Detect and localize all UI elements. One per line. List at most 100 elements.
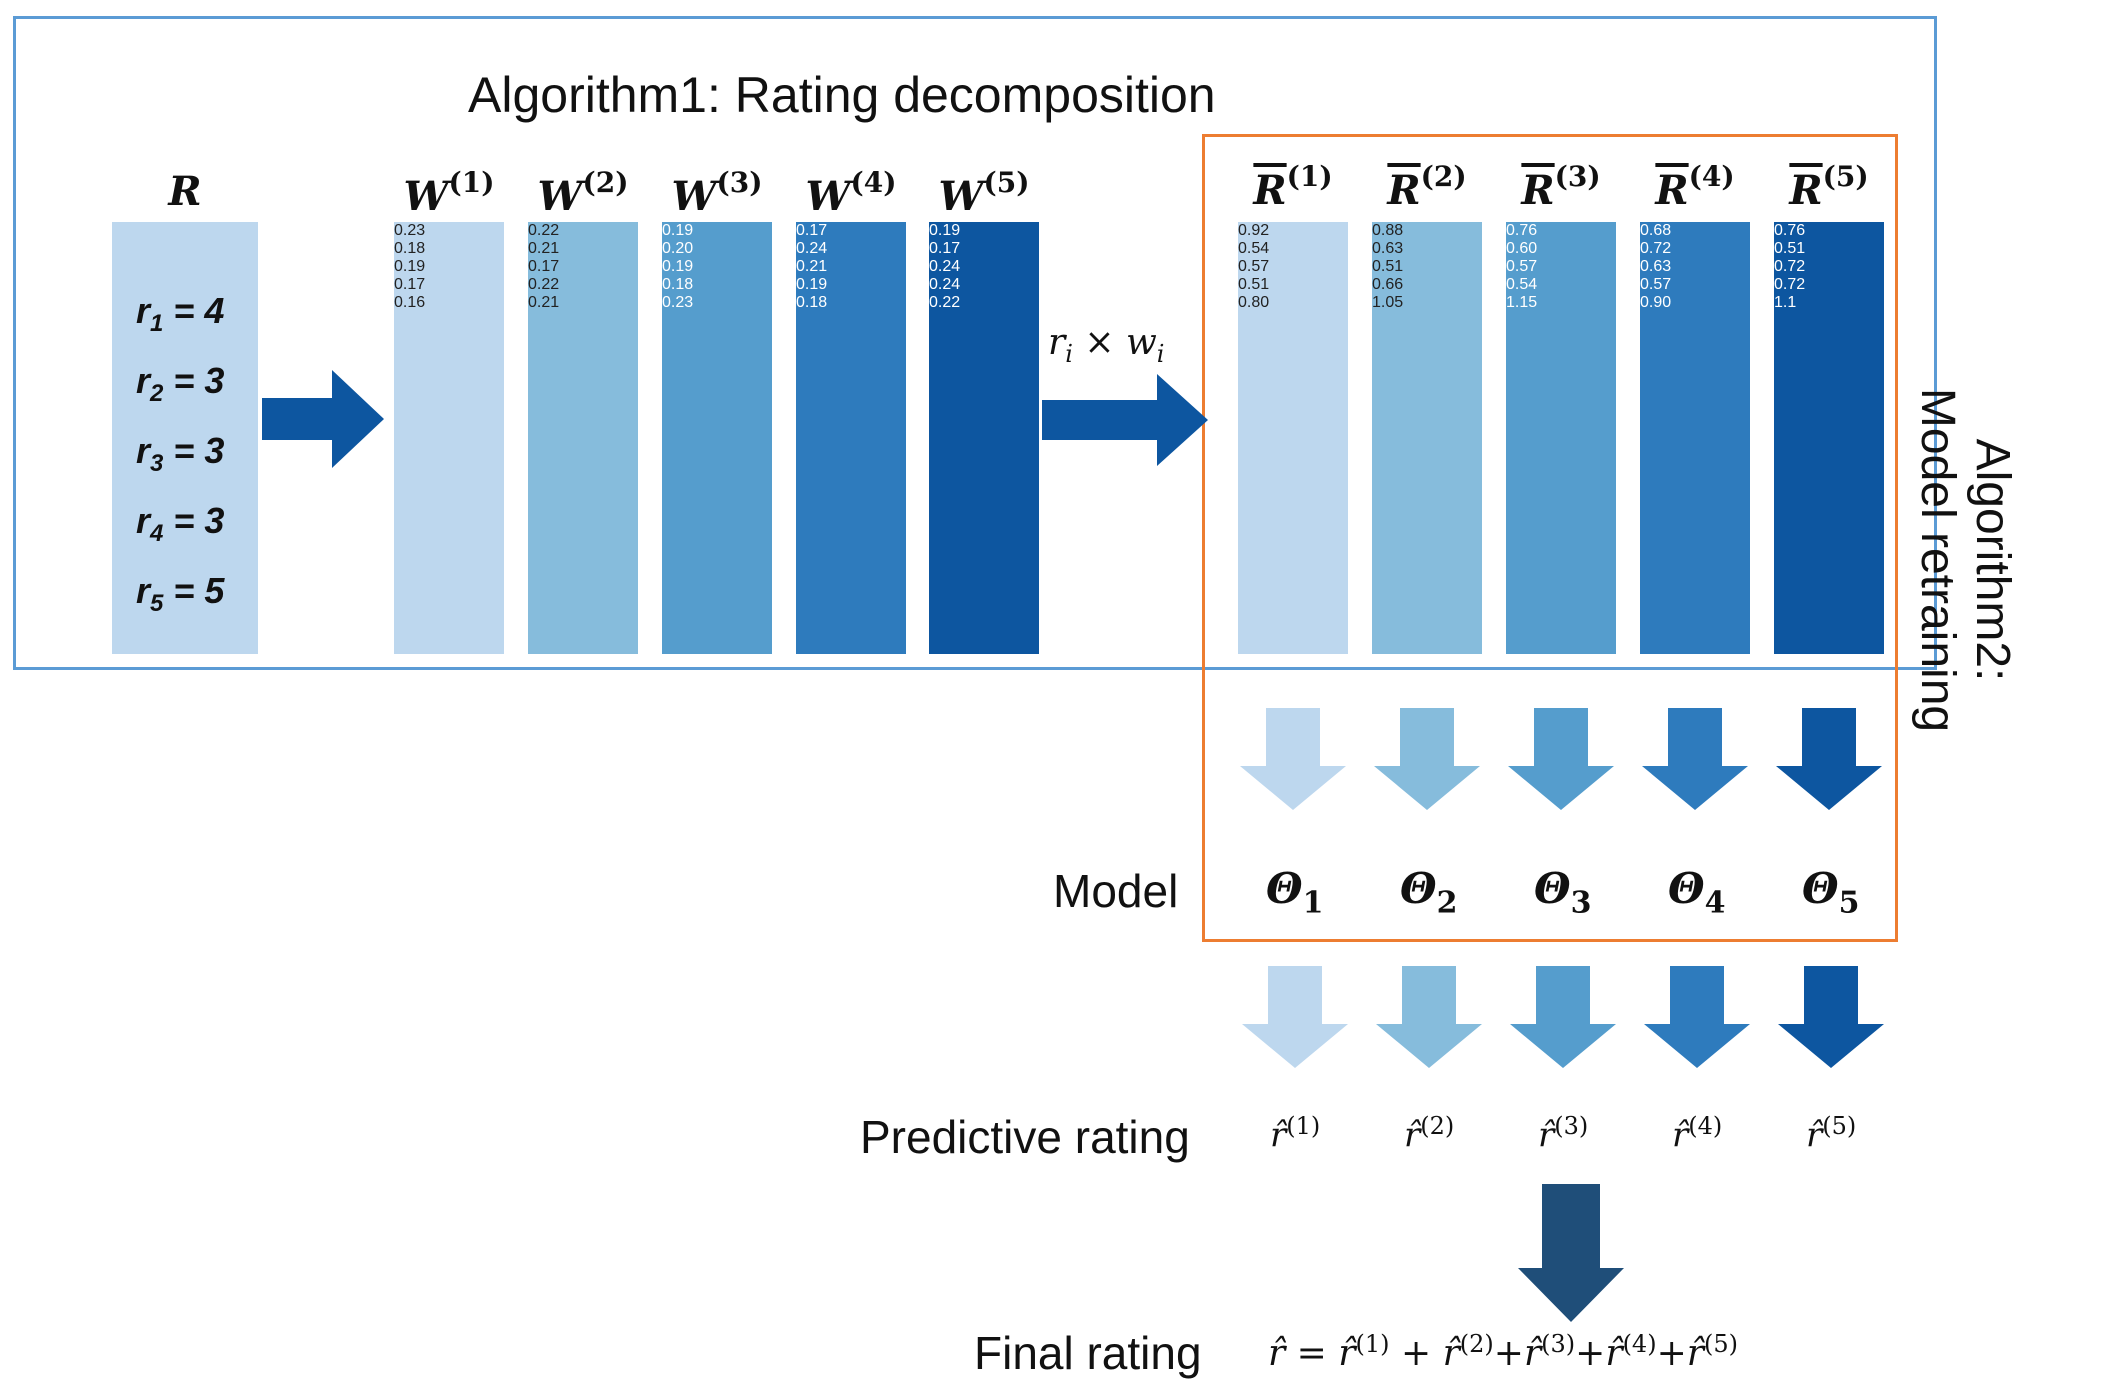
decomposed-rating-cell: 0.51 (1774, 240, 1806, 257)
weight-cell: 0.22 (929, 294, 961, 311)
right-arrow-icon (262, 370, 384, 468)
down-arrow-icon (1776, 708, 1882, 810)
final-term: r̂ (1605, 1333, 1623, 1374)
weight-cell: 0.21 (528, 294, 560, 311)
decomposed-rating-header-superscript: (2) (1420, 160, 1467, 193)
formula-w: w (1125, 322, 1157, 363)
decomposed-rating-cell: 0.63 (1372, 240, 1404, 257)
decomposed-rating-header-symbol: R (1253, 167, 1287, 214)
final-rating-label: Final rating (974, 1327, 1202, 1379)
right-arrow-icon (1042, 374, 1208, 466)
decomposed-rating-header-superscript: (4) (1688, 160, 1735, 193)
final-term: r̂ (1686, 1333, 1704, 1374)
rating-value: r1 = 4 (136, 290, 224, 338)
decomposed-rating-header-symbol: R (1789, 167, 1823, 214)
weight-cell: 0.24 (796, 240, 828, 257)
prediction-superscript: (5) (1822, 1112, 1857, 1140)
weight-header: W(1) (374, 166, 524, 220)
down-arrow-icon (1508, 708, 1614, 810)
theta-symbol: Θ (1266, 864, 1303, 913)
weight-cell: 0.17 (394, 276, 426, 293)
weight-cell: 0.18 (394, 240, 426, 257)
theta-symbol: Θ (1534, 864, 1571, 913)
decomposed-rating-cell: 0.76 (1774, 222, 1806, 239)
prediction-symbol: r̂ (1404, 1115, 1421, 1156)
down-arrow-icon (1242, 966, 1348, 1068)
final-operator: + (1493, 1333, 1524, 1374)
model-label: Model (1053, 865, 1179, 917)
down-arrow-icon (1240, 708, 1346, 810)
final-lhs: r̂ (1268, 1333, 1286, 1374)
rating-index: 4 (150, 520, 164, 548)
predictive-rating: r̂(1) (1270, 1112, 1320, 1155)
rating-index: 5 (150, 590, 164, 618)
model-parameter: Θ1 (1266, 864, 1323, 920)
rating-value: r5 = 5 (136, 570, 224, 618)
theta-index: 5 (1838, 885, 1860, 921)
down-arrow-icon (1642, 708, 1748, 810)
weight-cell: 0.17 (929, 240, 961, 257)
decomposed-rating-cell: 1.05 (1372, 294, 1404, 311)
rating-symbol: r (136, 360, 151, 401)
decomposed-rating-cell: 0.76 (1506, 222, 1538, 239)
decomposed-rating-cell: 0.63 (1640, 258, 1672, 275)
decomposed-rating-cell: 0.54 (1506, 276, 1538, 293)
weight-cell: 0.18 (796, 294, 828, 311)
decomposed-rating-cell: 0.57 (1238, 258, 1270, 275)
model-parameter: Θ2 (1400, 864, 1457, 920)
decomposed-rating-cell: 1.1 (1774, 294, 1797, 311)
weight-cell: 0.16 (394, 294, 426, 311)
rating-equals: = 5 (163, 570, 225, 611)
weight-header: W(5) (909, 166, 1059, 220)
theta-index: 4 (1704, 885, 1726, 921)
decomposed-rating-header-superscript: (5) (1822, 160, 1869, 193)
algorithm1-frame (13, 16, 1937, 670)
prediction-superscript: (2) (1420, 1112, 1455, 1140)
weight-cell: 0.19 (662, 222, 694, 239)
algorithm2-frame (1202, 134, 1898, 942)
theta-index: 1 (1302, 885, 1324, 921)
weight-header: W(4) (776, 166, 926, 220)
r-header: R (168, 168, 202, 215)
rating-equals: = 3 (163, 430, 225, 471)
theta-symbol: Θ (1668, 864, 1705, 913)
weight-header-symbol: W (537, 173, 583, 220)
decomposed-rating-cell: 0.60 (1506, 240, 1538, 257)
final-term-superscript: (5) (1703, 1330, 1738, 1358)
weight-header-superscript: (2) (582, 166, 629, 199)
decomposed-rating-cell: 0.51 (1238, 276, 1270, 293)
decomposed-rating-cell: 0.51 (1372, 258, 1404, 275)
decomposed-rating-cell: 0.54 (1238, 240, 1270, 257)
theta-index: 3 (1570, 885, 1592, 921)
final-operator: + (1575, 1333, 1606, 1374)
down-arrow-icon (1778, 966, 1884, 1068)
decomposed-rating-header: R(5) (1754, 160, 1904, 214)
decomposed-rating-cell: 0.90 (1640, 294, 1672, 311)
weight-cell: 0.17 (528, 258, 560, 275)
rating-index: 3 (150, 450, 164, 478)
weight-header-superscript: (3) (716, 166, 763, 199)
weight-cell: 0.19 (394, 258, 426, 275)
decomposed-rating-header-symbol: R (1521, 167, 1555, 214)
rating-symbol: r (136, 500, 151, 541)
model-parameter: Θ4 (1668, 864, 1725, 920)
weight-cell: 0.20 (662, 240, 694, 257)
weight-cell: 0.24 (929, 276, 961, 293)
arrow-formula: ri × wi (1048, 322, 1164, 368)
prediction-superscript: (3) (1554, 1112, 1589, 1140)
weight-header-symbol: W (671, 173, 717, 220)
weight-header-symbol: W (805, 173, 851, 220)
decomposed-rating-cell: 0.92 (1238, 222, 1270, 239)
predictive-rating: r̂(3) (1538, 1112, 1588, 1155)
prediction-superscript: (1) (1286, 1112, 1321, 1140)
predictive-rating: r̂(4) (1672, 1112, 1722, 1155)
algorithm2-title-line2: Model retraining (1910, 387, 1964, 733)
final-operator: + (1656, 1333, 1687, 1374)
weight-cell: 0.17 (796, 222, 828, 239)
down-arrow-icon (1644, 966, 1750, 1068)
weight-cell: 0.21 (528, 240, 560, 257)
formula-r: r (1048, 322, 1066, 363)
